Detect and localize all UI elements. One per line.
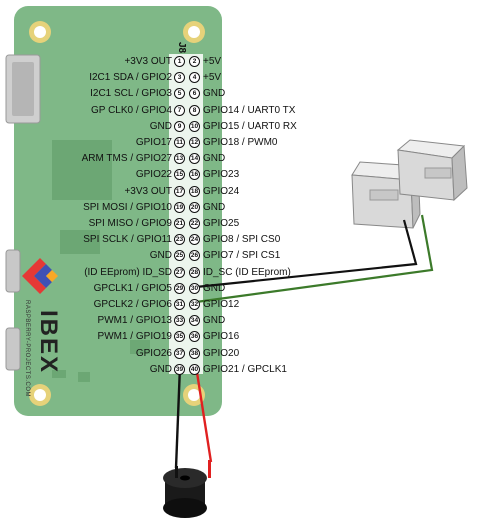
pin-3: 3 [174, 72, 185, 84]
pin-label-13: ARM TMS / GPIO27 [81, 153, 172, 165]
pin-label-8: GPIO14 / UART0 TX [203, 104, 296, 116]
pin-label-18: GPIO24 [203, 185, 240, 197]
pin-19: 19 [174, 201, 185, 213]
magnetic-reed-switch [351, 139, 468, 229]
sensor-black-wire [195, 219, 418, 289]
pin-25: 25 [174, 250, 185, 262]
pin-label-2: +5V [203, 56, 222, 67]
pin-17: 17 [174, 185, 185, 197]
pin-label-27: (ID EEprom) ID_SD [84, 266, 172, 278]
pin-label-32: GPIO12 [203, 299, 240, 310]
pin-15: 15 [174, 169, 185, 181]
pin-16: 16 [189, 169, 200, 181]
pin-label-3: I2C1 SDA / GPIO2 [89, 72, 172, 84]
pin-label-10: GPIO15 / UART0 RX [203, 120, 297, 132]
pin-6: 6 [189, 88, 200, 100]
pin-21: 21 [174, 218, 185, 229]
pin-label-15: GPIO22 [135, 169, 172, 181]
pin-5: 5 [174, 88, 185, 100]
pin-label-1: +3V3 OUT [124, 56, 172, 67]
pin-2: 2 [189, 56, 200, 67]
pin-1: 1 [174, 56, 185, 67]
pin-13: 13 [174, 153, 185, 165]
brand-url: RASPBERRY-PROJECTS.COM [24, 300, 30, 398]
pin-29: 29 [174, 282, 185, 294]
pin-32: 32 [189, 299, 200, 310]
pin-8: 8 [189, 104, 200, 116]
gpio-header-strip [169, 54, 203, 374]
pin-36: 36 [189, 331, 200, 343]
buzzer-black-wire [174, 365, 182, 469]
pin-35: 35 [174, 331, 185, 343]
pin-30: 30 [189, 282, 200, 294]
pin-label-16: GPIO23 [203, 169, 240, 181]
pin-label-26: GPIO7 / SPI CS1 [203, 250, 281, 262]
pin-20: 20 [189, 201, 200, 213]
mini-hdmi-connector [5, 54, 41, 124]
piezo-buzzer [163, 460, 211, 518]
pin-label-40: GPIO21 / GPCLK1 [203, 363, 287, 375]
pin-22: 22 [189, 218, 200, 229]
pin-label-24: GPIO8 / SPI CS0 [203, 234, 281, 246]
brand-name: IBEX [35, 310, 62, 375]
pin-label-39: GND [149, 363, 172, 375]
pin-label-11: GPIO17 [135, 137, 172, 148]
pin-7: 7 [174, 104, 185, 116]
pin-label-23: SPI SCLK / GPIO11 [83, 234, 172, 246]
pin-38: 38 [189, 347, 200, 359]
pin-label-19: SPI MOSI / GPIO10 [83, 201, 172, 213]
ibex-logo-mark [22, 258, 58, 294]
pin-39: 39 [174, 363, 185, 375]
pin-label-29: GPCLK1 / GPIO5 [93, 282, 172, 294]
pin-label-30: GND [203, 282, 226, 294]
pin-40: 40 [189, 363, 200, 375]
pin-4: 4 [189, 72, 200, 84]
pin-label-28: ID_SC (ID EEprom) [203, 266, 291, 278]
pin-12: 12 [189, 137, 200, 148]
buzzer-red-wire [194, 365, 213, 463]
sensor-green-wire [195, 214, 434, 304]
pin-27: 27 [174, 266, 185, 278]
pin-label-38: GPIO20 [203, 347, 240, 359]
pin-9: 9 [174, 120, 185, 132]
pin-24: 24 [189, 234, 200, 246]
pin-label-7: GP CLK0 / GPIO4 [91, 104, 172, 116]
pin-label-22: GPIO25 [203, 218, 240, 229]
pin-label-20: GND [203, 201, 226, 213]
pin-label-4: +5V [203, 72, 222, 84]
pin-33: 33 [174, 315, 185, 327]
pin-37: 37 [174, 347, 185, 359]
pin-34: 34 [189, 315, 200, 327]
pin-label-31: GPCLK2 / GPIO6 [93, 299, 172, 310]
pin-label-9: GND [149, 120, 172, 132]
pin-18: 18 [189, 185, 200, 197]
pin-label-6: GND [203, 88, 226, 100]
pin-31: 31 [174, 299, 185, 310]
pin-10: 10 [189, 120, 200, 132]
board-components [52, 140, 150, 382]
pin-label-21: SPI MISO / GPIO9 [88, 218, 172, 229]
pin-label-17: +3V3 OUT [124, 185, 172, 197]
pin-11: 11 [174, 137, 185, 148]
pin-label-35: PWM1 / GPIO19 [97, 331, 172, 343]
pin-label-33: PWM1 / GPIO13 [97, 315, 172, 327]
pin-label-5: I2C1 SCL / GPIO3 [90, 88, 172, 100]
pin-26: 26 [189, 250, 200, 262]
pin-label-36: GPIO16 [203, 331, 240, 343]
usb-connectors [5, 249, 21, 371]
pin-label-34: GND [203, 315, 226, 327]
pin-label-37: GPIO26 [135, 347, 172, 359]
pin-label-14: GND [203, 153, 226, 165]
pin-23: 23 [174, 234, 185, 246]
pin-label-12: GPIO18 / PWM0 [203, 137, 278, 148]
pin-28: 28 [189, 266, 200, 278]
header-label: J8 [176, 41, 188, 54]
pin-14: 14 [189, 153, 200, 165]
pin-label-25: GND [149, 250, 172, 262]
